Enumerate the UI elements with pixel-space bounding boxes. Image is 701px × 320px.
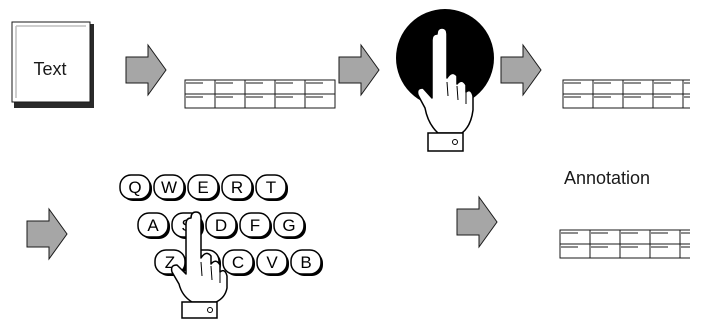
keyboard-key: R bbox=[222, 175, 254, 201]
text-cell bbox=[590, 244, 620, 258]
arrow-right-icon bbox=[126, 45, 166, 95]
text-cell bbox=[653, 94, 683, 108]
keyboard-key: V bbox=[257, 250, 289, 276]
text-cell bbox=[305, 94, 335, 108]
text-cell bbox=[245, 80, 275, 94]
keyboard-icon: QWERTASDFGZXCVB bbox=[120, 175, 323, 276]
text-cell bbox=[215, 80, 245, 94]
keyboard-key-label: B bbox=[300, 253, 311, 272]
arrow-right-icon bbox=[339, 45, 379, 95]
keyboard-key-label: D bbox=[215, 216, 227, 235]
keyboard-key-label: V bbox=[266, 253, 278, 272]
text-cell bbox=[560, 244, 590, 258]
arrow-right-icon bbox=[457, 197, 497, 247]
keyboard-key: B bbox=[291, 250, 323, 276]
text-cell bbox=[683, 94, 701, 108]
keyboard-key-label: E bbox=[197, 178, 208, 197]
text-cell bbox=[185, 94, 215, 108]
text-cell bbox=[275, 94, 305, 108]
keyboard-key-label: Q bbox=[128, 178, 141, 197]
keyboard-key: A bbox=[138, 213, 170, 239]
keyboard-key: C bbox=[223, 250, 255, 276]
keyboard-key: T bbox=[256, 175, 288, 201]
keyboard-key: W bbox=[154, 175, 186, 201]
keyboard-key: D bbox=[206, 213, 238, 239]
keyboard-key-label: F bbox=[250, 216, 260, 235]
text-cell bbox=[683, 80, 701, 94]
text-cell bbox=[590, 230, 620, 244]
text-box-label: Text bbox=[33, 59, 66, 79]
text-cell bbox=[275, 80, 305, 94]
keyboard-key: Q bbox=[120, 175, 152, 201]
keyboard-key: G bbox=[274, 213, 306, 239]
text-cell bbox=[653, 80, 683, 94]
text-box: Text bbox=[12, 22, 94, 108]
text-cell bbox=[620, 230, 650, 244]
keyboard-key-label: R bbox=[231, 178, 243, 197]
text-cell bbox=[623, 94, 653, 108]
text-cell bbox=[680, 230, 701, 244]
text-cell bbox=[593, 94, 623, 108]
text-cell bbox=[623, 80, 653, 94]
text-cell bbox=[305, 80, 335, 94]
text-grid-icon bbox=[563, 80, 701, 108]
text-grid-icon bbox=[185, 80, 335, 108]
text-cell bbox=[593, 80, 623, 94]
text-cell bbox=[245, 94, 275, 108]
keyboard-key-label: A bbox=[147, 216, 159, 235]
text-cell bbox=[620, 244, 650, 258]
text-cell bbox=[185, 80, 215, 94]
text-cell bbox=[563, 94, 593, 108]
text-cell bbox=[563, 80, 593, 94]
text-cell bbox=[560, 230, 590, 244]
keyboard-key-label: T bbox=[266, 178, 276, 197]
keyboard-key: E bbox=[188, 175, 220, 201]
text-cell bbox=[650, 244, 680, 258]
arrow-right-icon bbox=[501, 45, 541, 95]
keyboard-key-label: C bbox=[232, 253, 244, 272]
text-cell bbox=[680, 244, 701, 258]
text-cell bbox=[650, 230, 680, 244]
arrow-right-icon bbox=[27, 209, 67, 259]
text-grid-icon bbox=[560, 230, 701, 258]
keyboard-key-label: G bbox=[282, 216, 295, 235]
keyboard-key-label: W bbox=[161, 178, 177, 197]
annotation-label: Annotation bbox=[564, 168, 650, 188]
text-cell bbox=[215, 94, 245, 108]
keyboard-key: F bbox=[240, 213, 272, 239]
